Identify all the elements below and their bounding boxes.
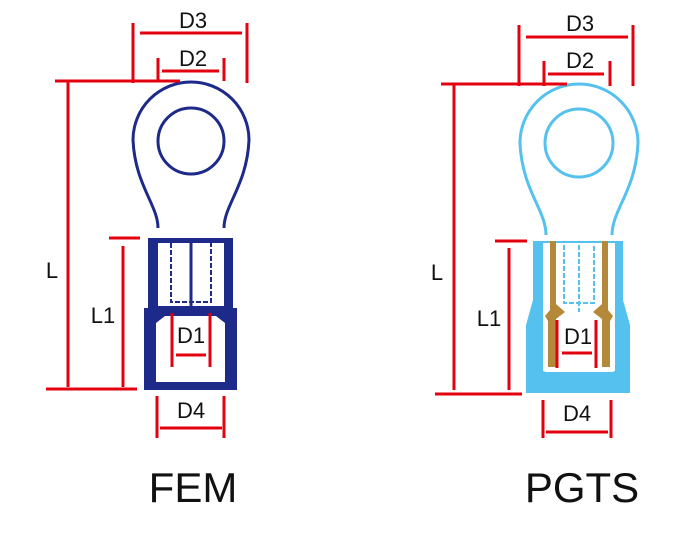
pgts-dimensions: D3 D2 L L1 D1 D4: [431, 11, 635, 438]
fem-d3-label: D3: [179, 8, 207, 33]
fem-l1-label: L1: [91, 303, 115, 328]
fem-title: FEM: [149, 464, 238, 511]
pgts-l-label: L: [431, 260, 443, 285]
fem-terminal: [131, 80, 251, 390]
pgts-d2-label: D2: [566, 48, 594, 73]
pgts-title: PGTS: [525, 464, 639, 511]
fem-sleeve: [144, 238, 237, 390]
fem-dimensions: D3 D2 L L1 D1 D4: [46, 8, 249, 438]
pgts-ring-hole: [543, 107, 615, 179]
pgts-d3-label: D3: [566, 11, 594, 36]
pgts-d1-label: D1: [564, 324, 592, 349]
pgts-d4-label: D4: [563, 401, 591, 426]
fem-d4-label: D4: [177, 398, 205, 423]
pgts-ring-outline: [518, 82, 640, 236]
pgts-sleeve: [526, 241, 630, 393]
pgts-terminal: [518, 82, 640, 393]
fem-l-label: L: [46, 258, 58, 283]
fem-d1-label: D1: [177, 323, 205, 348]
fem-d2-label: D2: [179, 46, 207, 71]
pgts-l1-label: L1: [477, 306, 501, 331]
fem-ring-hole: [156, 106, 226, 176]
fem-ring-outline: [131, 80, 251, 229]
pgts-crimp-barrel: [545, 241, 613, 367]
